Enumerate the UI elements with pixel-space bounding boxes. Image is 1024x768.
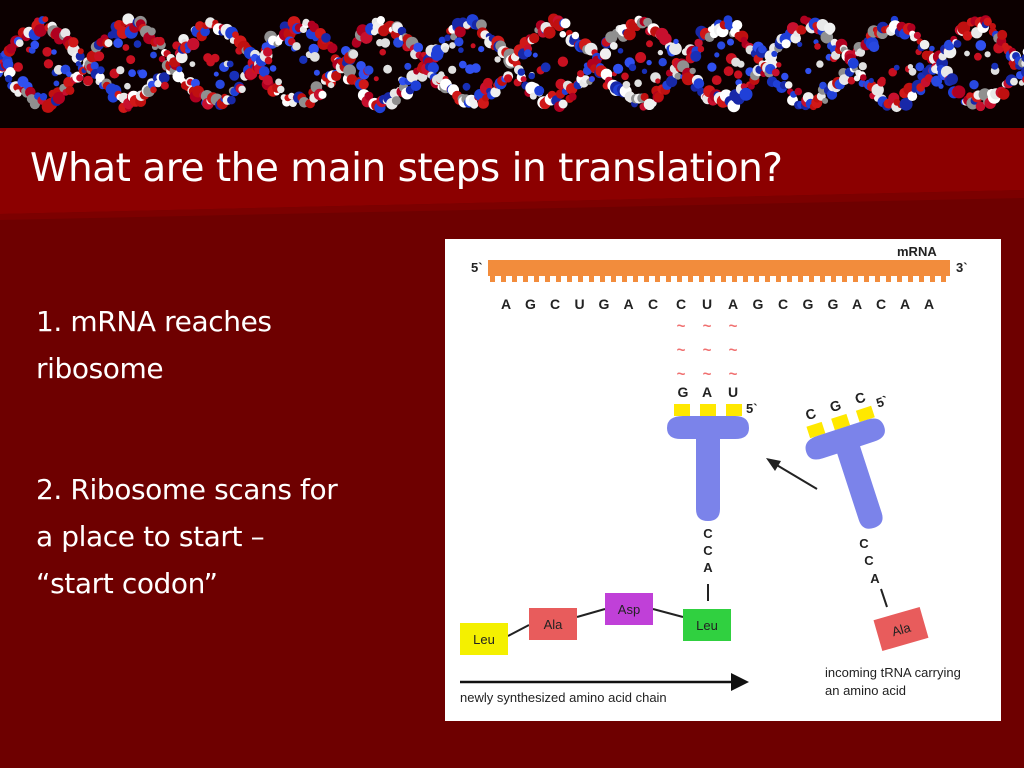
amino-acid-leu xyxy=(683,609,731,641)
mrna-label: mRNA xyxy=(897,244,937,259)
amino-acid-label: Ala xyxy=(544,617,564,632)
bullet-line: “start codon” xyxy=(36,567,218,600)
mrna-sequence: A G C U G A C C U A G C G G A C A A xyxy=(501,296,934,312)
translation-diagram: mRNA 5` 3` A G C U G A C C U A G C G G A… xyxy=(445,239,1001,721)
pairing-mark: ~ xyxy=(677,366,686,383)
anticodon-base: C xyxy=(853,389,868,407)
peptide-bond xyxy=(576,608,606,618)
pairing-mark: ~ xyxy=(703,318,712,335)
mrna-base: A xyxy=(900,296,910,312)
bullet-line: ribosome xyxy=(36,352,164,385)
incoming-trna-caption: an amino acid xyxy=(825,683,906,698)
mrna-base: G xyxy=(525,296,536,312)
anticodon-base: C xyxy=(803,405,818,423)
anticodon-block xyxy=(831,413,851,431)
tail-base: C xyxy=(864,553,874,568)
amino-acid-label: Leu xyxy=(696,618,718,633)
dna-helix-banner xyxy=(0,0,1024,128)
mrna-base: A xyxy=(501,296,511,312)
bound-trna: G A U 5` C C A xyxy=(667,384,758,601)
amino-acid-chain: Leu Ala Asp Leu xyxy=(460,593,731,655)
incoming-amino-acid: Ala xyxy=(873,607,929,651)
tail-base: C xyxy=(859,536,869,551)
mrna-base: G xyxy=(828,296,839,312)
mrna-base: G xyxy=(753,296,764,312)
tail-bond xyxy=(880,588,888,608)
bound-trna-body xyxy=(667,416,749,521)
incoming-trna-five-prime-label: 5` xyxy=(874,393,890,411)
slide-title: What are the main steps in translation? xyxy=(30,146,783,191)
approach-arrow xyxy=(766,458,818,490)
bound-trna-anticodon: G A U xyxy=(678,384,739,400)
bound-trna-five-prime-label: 5` xyxy=(746,401,758,416)
codon-pairing: ~ ~ ~ ~ ~ ~ ~ ~ ~ xyxy=(677,318,738,383)
amino-acid-leu xyxy=(460,623,508,655)
mrna-base: G xyxy=(803,296,814,312)
dna-helix-image xyxy=(0,13,1024,114)
mrna-base: U xyxy=(702,296,712,312)
incoming-trna-caption: incoming tRNA carrying xyxy=(825,665,961,680)
anticodon-base: A xyxy=(702,384,712,400)
mrna-base: A xyxy=(728,296,738,312)
bullet-step-1: 1. mRNA reaches ribosome xyxy=(36,298,436,392)
amino-acid-label: Leu xyxy=(473,632,495,647)
amino-acid-label: Asp xyxy=(618,602,640,617)
anticodon-base: G xyxy=(678,384,689,400)
pairing-mark: ~ xyxy=(729,318,738,335)
mrna-five-prime-label: 5` xyxy=(471,260,483,275)
tail-base: C xyxy=(703,543,713,558)
chain-direction-arrow xyxy=(460,673,749,691)
anticodon-block xyxy=(726,404,742,416)
incoming-trna: C G C 5` C C A Ala incoming tRNA carry xyxy=(803,389,961,698)
bullet-line: 2. Ribosome scans for xyxy=(36,473,338,506)
tail-base: A xyxy=(703,560,713,575)
bullet-line: a place to start – xyxy=(36,520,265,553)
pairing-mark: ~ xyxy=(703,366,712,383)
chain-caption: newly synthesized amino acid chain xyxy=(460,690,667,705)
anticodon-block xyxy=(806,421,826,439)
amino-acid-asp xyxy=(605,593,653,625)
anticodon-block xyxy=(855,405,875,423)
amino-acid-ala xyxy=(529,608,577,640)
pairing-mark: ~ xyxy=(703,342,712,359)
bullet-line: 1. mRNA reaches xyxy=(36,305,272,338)
mrna-strand xyxy=(488,260,950,276)
mrna-base: U xyxy=(574,296,584,312)
incoming-trna-cca-tail: C C A xyxy=(859,536,880,586)
anticodon-base: U xyxy=(728,384,738,400)
anticodon-block xyxy=(700,404,716,416)
tail-base: A xyxy=(870,571,880,586)
pairing-mark: ~ xyxy=(729,342,738,359)
translation-diagram-svg: mRNA 5` 3` A G C U G A C C U A G C G G A… xyxy=(460,244,968,705)
bullet-step-2: 2. Ribosome scans for a place to start –… xyxy=(36,466,436,607)
pairing-mark: ~ xyxy=(677,342,686,359)
mrna-three-prime-label: 3` xyxy=(956,260,968,275)
amino-acid-label: Ala xyxy=(890,619,913,639)
pairing-mark: ~ xyxy=(677,318,686,335)
amino-acid-ala-incoming xyxy=(873,607,929,651)
mrna-base: C xyxy=(550,296,560,312)
incoming-trna-anticodon: C G C xyxy=(803,389,867,423)
peptide-bond xyxy=(652,608,684,618)
mrna-base: A xyxy=(623,296,633,312)
anticodon-block xyxy=(674,404,690,416)
mrna-base: C xyxy=(648,296,658,312)
peptide-bond xyxy=(507,624,530,637)
anticodon-base: G xyxy=(828,397,843,416)
mrna-base: C xyxy=(876,296,886,312)
mrna-base: A xyxy=(852,296,862,312)
tail-base: C xyxy=(703,526,713,541)
pairing-mark: ~ xyxy=(729,366,738,383)
bound-trna-cca-tail: C C A xyxy=(703,526,713,575)
mrna-base: C xyxy=(676,296,686,312)
incoming-trna-body xyxy=(805,418,885,529)
mrna-nucleotide-ticks xyxy=(490,276,946,282)
mrna-base: A xyxy=(924,296,934,312)
mrna-base: C xyxy=(778,296,788,312)
mrna-base: G xyxy=(599,296,610,312)
title-band xyxy=(0,128,1024,228)
